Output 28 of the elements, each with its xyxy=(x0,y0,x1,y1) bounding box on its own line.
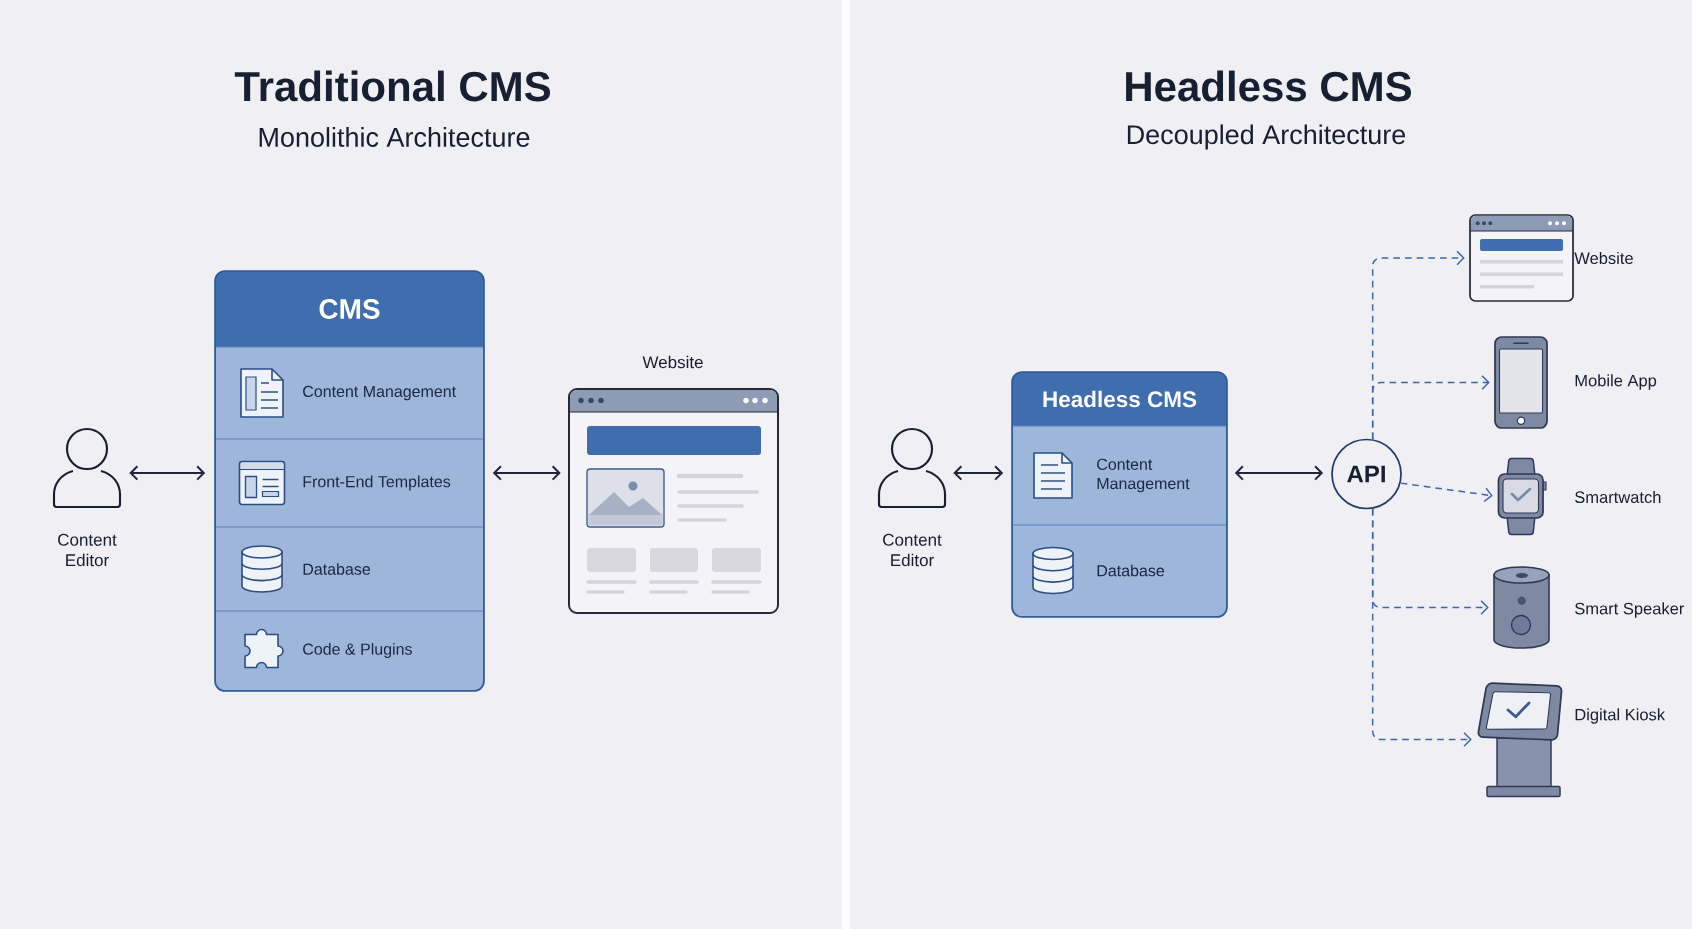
node-label: Mobile App xyxy=(1575,374,1657,390)
row-label: Database xyxy=(1097,564,1165,577)
arrow xyxy=(492,465,561,481)
arrow xyxy=(1234,465,1324,481)
node-label: Website xyxy=(642,355,703,369)
arrow xyxy=(129,465,206,481)
arrow xyxy=(953,465,1004,481)
subheading: Monolithic Architecture xyxy=(259,127,530,147)
arrow xyxy=(1371,375,1490,440)
node-label: Digital Kiosk xyxy=(1575,708,1666,724)
node-label: Content Editor xyxy=(883,533,942,567)
row-label: Front-End Templates xyxy=(303,475,451,491)
subheading: Decoupled Architecture xyxy=(1127,124,1406,150)
node-label: Website xyxy=(1574,251,1633,265)
circle-node: API xyxy=(1331,438,1402,510)
node-label: Smart Speaker xyxy=(1575,602,1685,618)
arrow xyxy=(1399,482,1493,503)
row-label: Database xyxy=(303,563,371,575)
row-label: Content Management xyxy=(1097,458,1190,493)
heading: Traditional CMS xyxy=(234,70,551,102)
arrow xyxy=(1371,508,1472,747)
row-label: Code & Plugins xyxy=(303,643,412,658)
row-label: Content Management xyxy=(303,385,456,401)
heading: Headless CMS xyxy=(1126,70,1411,102)
box-title: Headless CMS xyxy=(1043,390,1197,408)
node-label: Content Editor xyxy=(58,533,117,567)
node-label: Smartwatch xyxy=(1575,490,1661,504)
box-title: CMS xyxy=(319,299,380,319)
